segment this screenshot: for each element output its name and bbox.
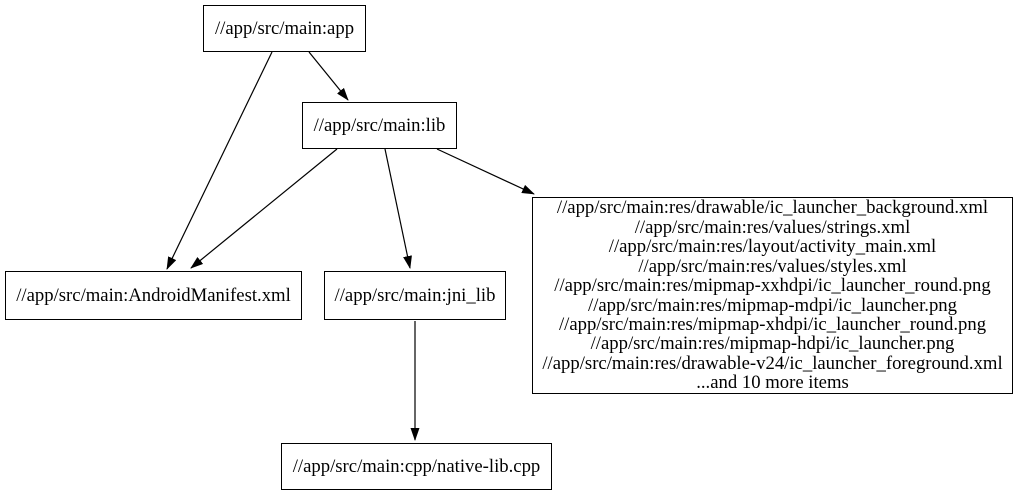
node-label: ...and 10 more items: [696, 372, 849, 394]
node-label: //app/src/main:res/values/styles.xml: [638, 255, 907, 277]
node-res-file-group: //app/src/main:res/drawable/ic_launcher_…: [532, 197, 1013, 394]
node-label: //app/src/main:res/mipmap-mdpi/ic_launch…: [588, 294, 957, 316]
node-jni-lib: //app/src/main:jni_lib: [324, 271, 506, 320]
node-label: //app/src/main:AndroidManifest.xml: [16, 284, 291, 306]
node-label: //app/src/main:res/layout/activity_main.…: [608, 236, 937, 258]
node-label: //app/src/main:res/drawable-v24/ic_launc…: [542, 352, 1003, 374]
node-label: //app/src/main:res/mipmap-hdpi/ic_launch…: [590, 333, 955, 355]
node-label: //app/src/main:res/values/strings.xml: [634, 216, 911, 238]
node-label: //app/src/main:res/mipmap-xxhdpi/ic_laun…: [554, 275, 991, 297]
node-label: //app/src/main:res/drawable/ic_launcher_…: [556, 197, 989, 219]
node-label: //app/src/main:jni_lib: [334, 284, 496, 306]
node-android-manifest: //app/src/main:AndroidManifest.xml: [5, 271, 302, 320]
edge-lib-to-android-manifest: [190, 148, 338, 269]
node-native-lib-cpp: //app/src/main:cpp/native-lib.cpp: [281, 443, 552, 490]
node-label: //app/src/main:res/mipmap-xhdpi/ic_launc…: [558, 313, 987, 335]
node-lib: //app/src/main:lib: [302, 102, 457, 149]
edge-app-to-android-manifest: [166, 51, 273, 270]
edge-lib-to-jni-lib: [384, 148, 412, 269]
edge-lib-to-res-file-group: [436, 148, 535, 195]
edge-app-to-lib: [308, 51, 349, 101]
edges-group: [166, 51, 535, 441]
node-label: //app/src/main:lib: [313, 114, 446, 136]
node-label: //app/src/main:cpp/native-lib.cpp: [292, 455, 541, 477]
node-label: //app/src/main:app: [214, 17, 355, 39]
node-app: //app/src/main:app: [203, 5, 366, 52]
